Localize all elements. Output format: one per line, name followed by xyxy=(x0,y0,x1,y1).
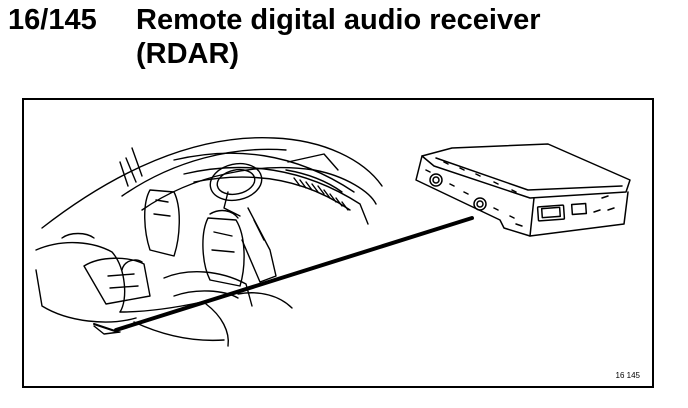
antenna-cable-icon xyxy=(93,216,474,333)
figure-number: 16/145 xyxy=(8,4,97,36)
illustration xyxy=(35,137,631,347)
illustration-frame: 16 145 xyxy=(22,98,654,388)
figure-reference: 16 145 xyxy=(615,371,640,380)
rdar-module-icon xyxy=(415,143,631,237)
figure-title: Remote digital audio receiver (RDAR) xyxy=(136,3,656,71)
car-interior-icon xyxy=(35,137,383,347)
figure-heading: 16/145 Remote digital audio receiver (RD… xyxy=(0,0,688,80)
figure-title-line-1: Remote digital audio receiver xyxy=(136,4,541,36)
figure-title-line-2: (RDAR) xyxy=(136,38,240,70)
